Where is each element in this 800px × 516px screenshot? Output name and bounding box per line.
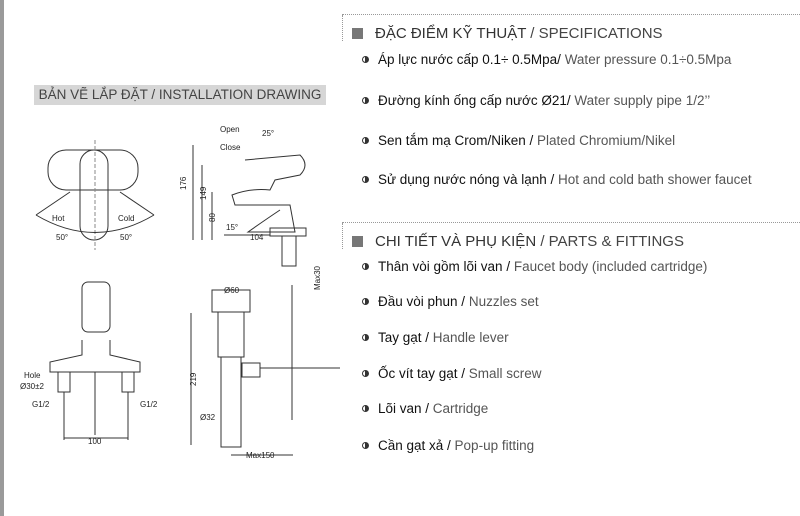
- specifications-heading: ĐẶC ĐIỂM KỸ THUẬT / SPECIFICATIONS: [352, 25, 663, 42]
- cold-label: Cold: [118, 214, 134, 223]
- square-icon: [352, 28, 363, 39]
- g-right-label: G1/2: [140, 400, 158, 409]
- dim-149: 149: [199, 186, 208, 200]
- part-item: Ốc vít tay gạt / Small screw: [362, 366, 542, 381]
- angle-spout-label: 15°: [226, 223, 238, 232]
- dim-176: 176: [179, 176, 188, 190]
- dia60-label: Ø60: [224, 286, 240, 295]
- angle-top-label: 25°: [262, 129, 274, 138]
- spec-item: Áp lực nước cấp 0.1÷ 0.5Mpa/ Water press…: [362, 52, 731, 67]
- left-border: [0, 0, 4, 516]
- bullet-icon: [362, 56, 369, 63]
- installation-drawing-title: BẢN VẼ LẮP ĐẶT / INSTALLATION DRAWING: [34, 85, 326, 105]
- top-view: Hot Cold 50° 50°: [35, 140, 155, 250]
- side-view: Open Close 25° 176 149 80 15° 104 Max30: [179, 125, 322, 290]
- bullet-icon: [362, 334, 369, 341]
- specifications-section: ĐẶC ĐIỂM KỸ THUẬT / SPECIFICATIONS: [342, 14, 800, 215]
- part-item: Thân vòi gồm lõi van / Faucet body (incl…: [362, 259, 707, 274]
- part-item: Đầu vòi phun / Nuzzles set: [362, 294, 539, 309]
- dim-219: 219: [189, 372, 198, 386]
- square-icon: [352, 236, 363, 247]
- dim-80: 80: [208, 213, 217, 222]
- dia32-label: Ø32: [200, 413, 216, 422]
- bullet-icon: [362, 263, 369, 270]
- angle-right-label: 50°: [120, 233, 132, 242]
- front-view: Hole Ø30±2 G1/2 G1/2 100: [20, 281, 158, 446]
- part-item: Lõi van / Cartridge: [362, 401, 488, 416]
- part-item: Tay gạt / Handle lever: [362, 330, 509, 345]
- bullet-icon: [362, 97, 369, 104]
- spec-item: Sử dụng nước nóng và lạnh / Hot and cold…: [362, 172, 752, 187]
- bullet-icon: [362, 137, 369, 144]
- dim-100: 100: [88, 437, 102, 446]
- dim-104: 104: [250, 233, 264, 242]
- bullet-icon: [362, 370, 369, 377]
- close-label: Close: [220, 143, 241, 152]
- max150-label: Max150: [246, 451, 275, 460]
- bullet-icon: [362, 442, 369, 449]
- angle-left-label: 50°: [56, 233, 68, 242]
- drain-view: Ø60 219 Ø32 Max150: [189, 285, 340, 460]
- g-left-label: G1/2: [32, 400, 50, 409]
- bullet-icon: [362, 176, 369, 183]
- hot-label: Hot: [52, 214, 65, 223]
- hole-dia-label: Ø30±2: [20, 382, 45, 391]
- parts-section: CHI TIẾT VÀ PHỤ KIỆN / PARTS & FITTINGS: [342, 222, 800, 503]
- bullet-icon: [362, 298, 369, 305]
- hole-label: Hole: [24, 371, 41, 380]
- max30-label: Max30: [313, 265, 322, 290]
- open-label: Open: [220, 125, 240, 134]
- installation-drawing: Hot Cold 50° 50° Open Close 25° 176 149 …: [20, 125, 340, 460]
- part-item: Cần gạt xả / Pop-up fitting: [362, 438, 534, 453]
- spec-item: Sen tắm mạ Crom/Niken / Plated Chromium/…: [362, 133, 675, 148]
- bullet-icon: [362, 405, 369, 412]
- parts-heading: CHI TIẾT VÀ PHỤ KIỆN / PARTS & FITTINGS: [352, 233, 684, 250]
- spec-item: Đường kính ống cấp nước Ø21/ Water suppl…: [362, 93, 710, 108]
